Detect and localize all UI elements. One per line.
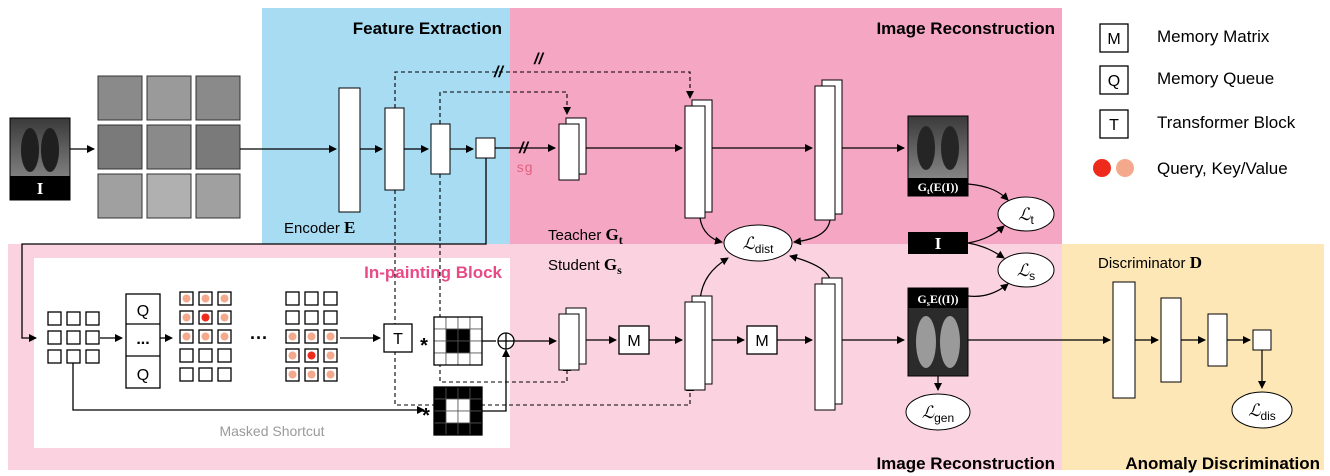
inpainting-block-title: In-painting Block [364, 263, 502, 282]
student-layer-1 [558, 313, 580, 371]
discriminator-label: Discriminator D [1098, 253, 1202, 272]
memory-matrix-2 [746, 325, 778, 355]
memory-matrix-1 [618, 325, 650, 355]
input-reference-box [908, 232, 968, 254]
encoder-label: Encoder E [284, 218, 355, 237]
legend-memory-matrix-label: Memory Matrix [1157, 27, 1270, 46]
teacher-label: Teacher Gt [548, 225, 623, 247]
memory-queue-label-2: Q [137, 367, 149, 384]
grid-continuation-dots: ··· [250, 328, 268, 348]
loss-dist-node [723, 224, 793, 262]
memory-matrix-1-label: M [627, 333, 640, 350]
student-layer-3 [814, 283, 836, 411]
discriminator-layer-2 [1160, 297, 1182, 383]
attention-grid-1-dots [182, 294, 229, 341]
discriminator-layer-3 [1207, 313, 1228, 367]
legend-memory-queue-symbol: Q [1108, 73, 1120, 90]
student-label: Student Gs [548, 255, 622, 277]
encoder-layer-4 [475, 137, 496, 159]
loss-gen-node [905, 393, 971, 431]
stop-gradient-mark-2: // [493, 64, 504, 81]
memory-queue-stack [125, 293, 161, 389]
image-reconstruction-top-region [510, 8, 1062, 244]
feature-grid-1 [47, 311, 100, 364]
legend: M Memory Matrix Q Memory Queue T Transfo… [1093, 23, 1296, 178]
loss-s-node [997, 252, 1055, 288]
transformer-block [383, 323, 413, 353]
teacher-output-image [907, 115, 969, 197]
loss-dis-node [1231, 391, 1293, 429]
stop-gradient-mark-3: // [533, 51, 544, 68]
discriminator-layer-1 [1112, 281, 1136, 399]
anomaly-discrimination-region [1062, 244, 1324, 470]
teacher-layer-1 [558, 123, 580, 181]
student-output-label: GsE((I)) [917, 292, 958, 308]
mask-pattern-1 [433, 316, 483, 366]
legend-query-key-value-label: Query, Key/Value [1157, 159, 1288, 178]
attention-grid-2-dots [288, 332, 335, 379]
stop-gradient-mark: // [518, 140, 529, 157]
memory-queue-ellipsis: ... [136, 331, 149, 348]
transformer-block-label: T [393, 331, 403, 348]
multiply-sign-2: * [422, 405, 430, 427]
multiply-sign-1: * [420, 335, 428, 357]
legend-memory-queue-icon [1099, 65, 1129, 95]
encoder-layer-2 [384, 107, 405, 191]
mask-pattern-2 [433, 386, 483, 436]
memory-queue-label-1: Q [137, 303, 149, 320]
legend-key-value-dot [1116, 159, 1134, 177]
student-layer-2 [684, 301, 706, 391]
image-reconstruction-bottom-title: Image Reconstruction [876, 454, 1055, 473]
loss-s-label: ℒs [1017, 261, 1035, 283]
input-xray-image [9, 117, 71, 201]
image-patches-grid [97, 75, 241, 219]
student-output-image [907, 287, 969, 377]
teacher-output-label: Gt(E(I)) [918, 180, 959, 196]
encoder-layer-1 [338, 87, 361, 213]
image-reconstruction-top-title: Image Reconstruction [876, 19, 1055, 38]
inpainting-block-region [34, 258, 510, 448]
anomaly-discrimination-title: Anomaly Discrimination [1125, 454, 1320, 473]
memory-matrix-2-label: M [755, 333, 768, 350]
loss-gen-label: ℒgen [922, 403, 954, 425]
feature-extraction-title: Feature Extraction [353, 19, 502, 38]
legend-memory-queue-label: Memory Queue [1157, 69, 1274, 88]
legend-query-dot [1093, 159, 1111, 177]
stop-gradient-label: sg [516, 161, 533, 177]
legend-transformer-label: Transformer Block [1157, 113, 1296, 132]
legend-transformer-icon [1099, 109, 1129, 139]
loss-t-label: ℒt [1018, 205, 1034, 227]
legend-memory-matrix-icon [1099, 23, 1129, 53]
loss-dis-label: ℒdis [1248, 401, 1276, 423]
teacher-layer-3 [814, 85, 836, 221]
legend-transformer-symbol: T [1109, 117, 1119, 134]
discriminator-output [1252, 329, 1272, 351]
loss-dist-label: ℒdist [743, 234, 775, 256]
encoder-layer-3 [430, 123, 451, 175]
loss-t-node [997, 196, 1055, 232]
sum-node [497, 332, 515, 350]
masked-shortcut-label: Masked Shortcut [219, 423, 324, 439]
teacher-layer-2 [684, 105, 706, 219]
legend-memory-matrix-symbol: M [1107, 31, 1120, 48]
input-image-label: I [37, 179, 44, 198]
input-reference-label: I [935, 234, 942, 253]
